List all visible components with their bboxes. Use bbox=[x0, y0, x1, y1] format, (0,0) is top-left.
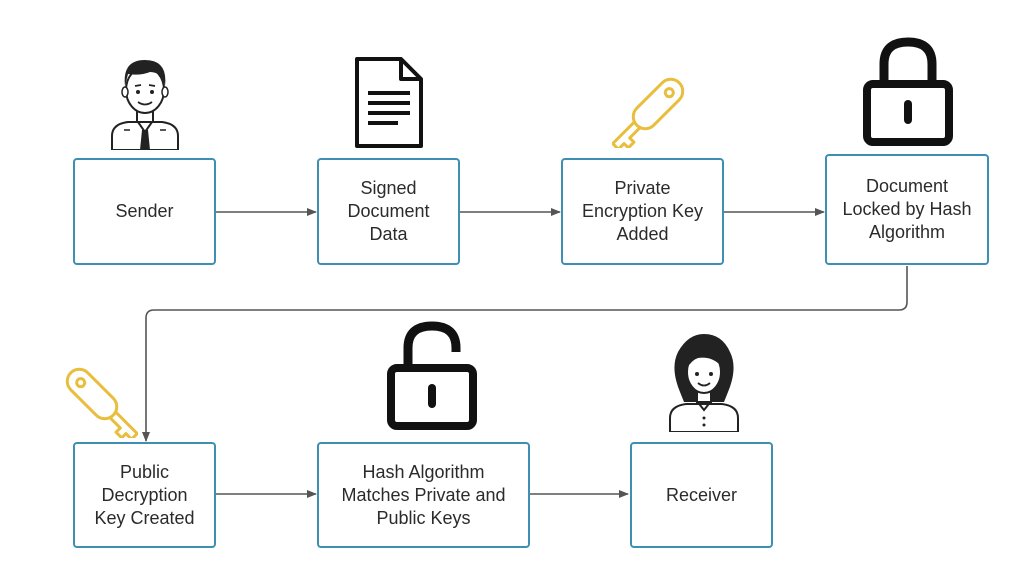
node-hash-algorithm-matches-label: Hash Algorithm Matches Private and Publi… bbox=[341, 461, 506, 528]
node-hash-algorithm-matches: Hash Algorithm Matches Private and Publi… bbox=[317, 442, 530, 548]
node-public-decryption-key: Public Decryption Key Created bbox=[73, 442, 216, 548]
node-public-decryption-key-label: Public Decryption Key Created bbox=[94, 461, 195, 528]
node-signed-document-data-label: Signed Document Data bbox=[347, 178, 430, 244]
document-icon bbox=[355, 57, 423, 148]
node-sender: Sender bbox=[73, 158, 216, 265]
padlock-locked-icon bbox=[863, 37, 953, 146]
node-document-locked: Document Locked by Hash Algorithm bbox=[825, 154, 989, 265]
key-icon bbox=[65, 367, 138, 438]
node-private-encryption-key: Private Encryption Key Added bbox=[561, 158, 724, 265]
node-private-encryption-key-label: Private Encryption Key Added bbox=[581, 178, 704, 244]
arrow-locked-to-public-key bbox=[142, 266, 908, 442]
node-receiver-label: Receiver bbox=[665, 484, 738, 505]
node-signed-document-data: Signed Document Data bbox=[317, 158, 460, 265]
padlock-unlocked-icon bbox=[387, 321, 477, 430]
female-person-icon bbox=[669, 334, 739, 432]
key-icon bbox=[612, 77, 685, 148]
node-receiver: Receiver bbox=[630, 442, 773, 548]
male-person-icon bbox=[111, 60, 179, 150]
node-sender-label: Sender bbox=[115, 201, 174, 221]
node-document-locked-label: Document Locked by Hash Algorithm bbox=[842, 176, 972, 242]
